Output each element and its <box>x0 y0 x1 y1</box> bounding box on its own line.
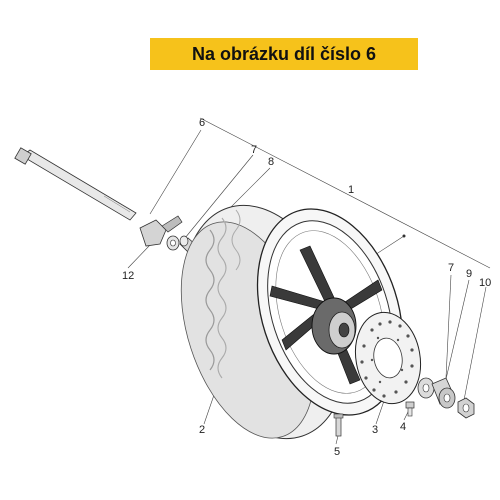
callout-10: 10 <box>479 277 491 289</box>
bolt-icon <box>405 401 415 417</box>
spacer-ring-icon <box>417 377 435 399</box>
callout-4: 4 <box>400 421 406 433</box>
banner-text: Na obrázku díl číslo 6 <box>191 43 377 64</box>
callout-5: 5 <box>334 446 340 458</box>
brake-disc-icon <box>354 311 422 405</box>
callout-8: 8 <box>268 156 274 168</box>
callout-6: 6 <box>199 117 205 129</box>
callout-1: 1 <box>348 184 354 196</box>
title-banner: Na obrázku díl číslo 6 <box>150 38 418 70</box>
callout-3: 3 <box>372 424 378 436</box>
nut-icon <box>457 397 475 419</box>
small-spacer-icon <box>166 235 180 251</box>
callout-9: 9 <box>466 268 472 280</box>
callout-7-top: 7 <box>251 144 257 156</box>
bracket-nut-icon <box>139 215 183 247</box>
reference-dot <box>402 234 406 238</box>
axle-shaft-icon <box>14 147 137 221</box>
callout-2: 2 <box>199 424 205 436</box>
bushing-right-icon <box>431 377 456 409</box>
callout-7-right: 7 <box>448 262 454 274</box>
valve-icon <box>333 413 344 437</box>
callout-12: 12 <box>122 270 134 282</box>
